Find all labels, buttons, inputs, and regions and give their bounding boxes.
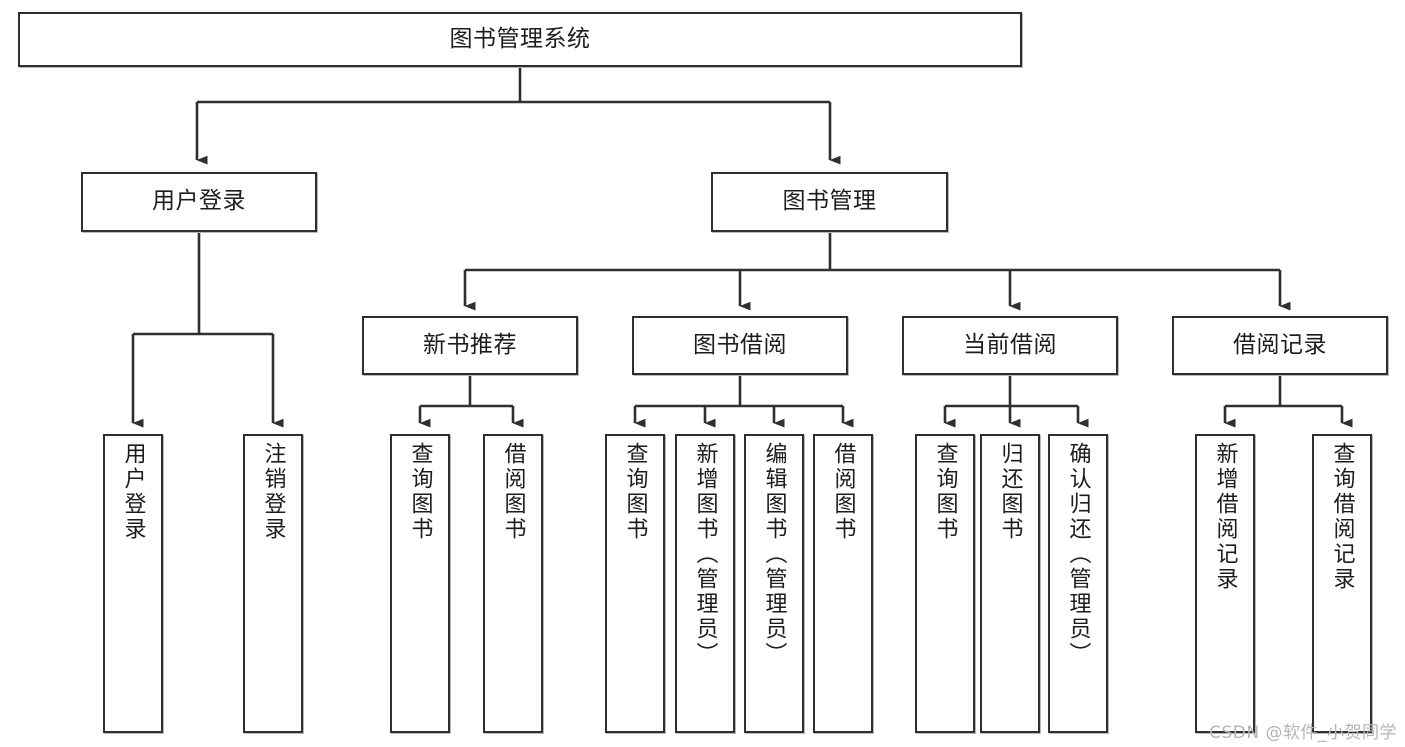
leaf-new-book-query-book[interactable]: 查询图书 (390, 434, 450, 733)
node-label: 编辑图书（管理员） (761, 442, 787, 667)
node-label: 用户登录 (152, 188, 246, 215)
node-label: 新书推荐 (423, 331, 517, 358)
node-book-borrow[interactable]: 图书借阅 (632, 316, 848, 375)
watermark-text: CSDN @软件_小贺同学 (1209, 723, 1397, 743)
node-borrow-record[interactable]: 借阅记录 (1172, 316, 1388, 375)
node-label: 确认归还（管理员） (1065, 442, 1091, 667)
leaf-book-borrow-lend-book[interactable]: 借阅图书 (813, 434, 873, 733)
node-label: 借阅记录 (1233, 331, 1327, 358)
node-label: 用户登录 (120, 442, 146, 542)
leaf-user-login-logout[interactable]: 注销登录 (243, 434, 303, 733)
node-user-login[interactable]: 用户登录 (81, 172, 317, 232)
leaf-book-borrow-query-book[interactable]: 查询图书 (605, 434, 665, 733)
node-label: 查询借阅记录 (1329, 442, 1355, 592)
node-label: 新增借阅记录 (1212, 442, 1238, 592)
node-current-borrow[interactable]: 当前借阅 (902, 316, 1118, 375)
node-label: 归还图书 (997, 442, 1023, 542)
node-book-management[interactable]: 图书管理 (711, 172, 948, 232)
leaf-current-borrow-query-book[interactable]: 查询图书 (915, 434, 975, 733)
node-new-book-recommend[interactable]: 新书推荐 (362, 316, 578, 375)
leaf-book-borrow-add-book-admin[interactable]: 新增图书（管理员） (675, 434, 735, 733)
leaf-borrow-record-add-record[interactable]: 新增借阅记录 (1195, 434, 1255, 733)
leaf-current-borrow-confirm-return-admin[interactable]: 确认归还（管理员） (1048, 434, 1108, 733)
node-root-book-management-system[interactable]: 图书管理系统 (18, 12, 1022, 67)
node-label: 图书管理系统 (449, 25, 591, 52)
node-label: 新增图书（管理员） (692, 442, 718, 667)
node-label: 当前借阅 (963, 331, 1057, 358)
node-label: 借阅图书 (500, 442, 526, 542)
node-label: 借阅图书 (830, 442, 856, 542)
leaf-new-book-borrow-book[interactable]: 借阅图书 (483, 434, 543, 733)
node-label: 查询图书 (407, 442, 433, 542)
leaf-book-borrow-edit-book-admin[interactable]: 编辑图书（管理员） (744, 434, 804, 733)
node-label: 图书借阅 (693, 331, 787, 358)
node-label: 查询图书 (622, 442, 648, 542)
node-label: 图书管理 (782, 188, 877, 215)
leaf-user-login-login[interactable]: 用户登录 (103, 434, 163, 733)
leaf-current-borrow-return-book[interactable]: 归还图书 (980, 434, 1040, 733)
node-label: 注销登录 (260, 442, 286, 542)
leaf-borrow-record-query-record[interactable]: 查询借阅记录 (1312, 434, 1372, 733)
node-label: 查询图书 (932, 442, 958, 542)
